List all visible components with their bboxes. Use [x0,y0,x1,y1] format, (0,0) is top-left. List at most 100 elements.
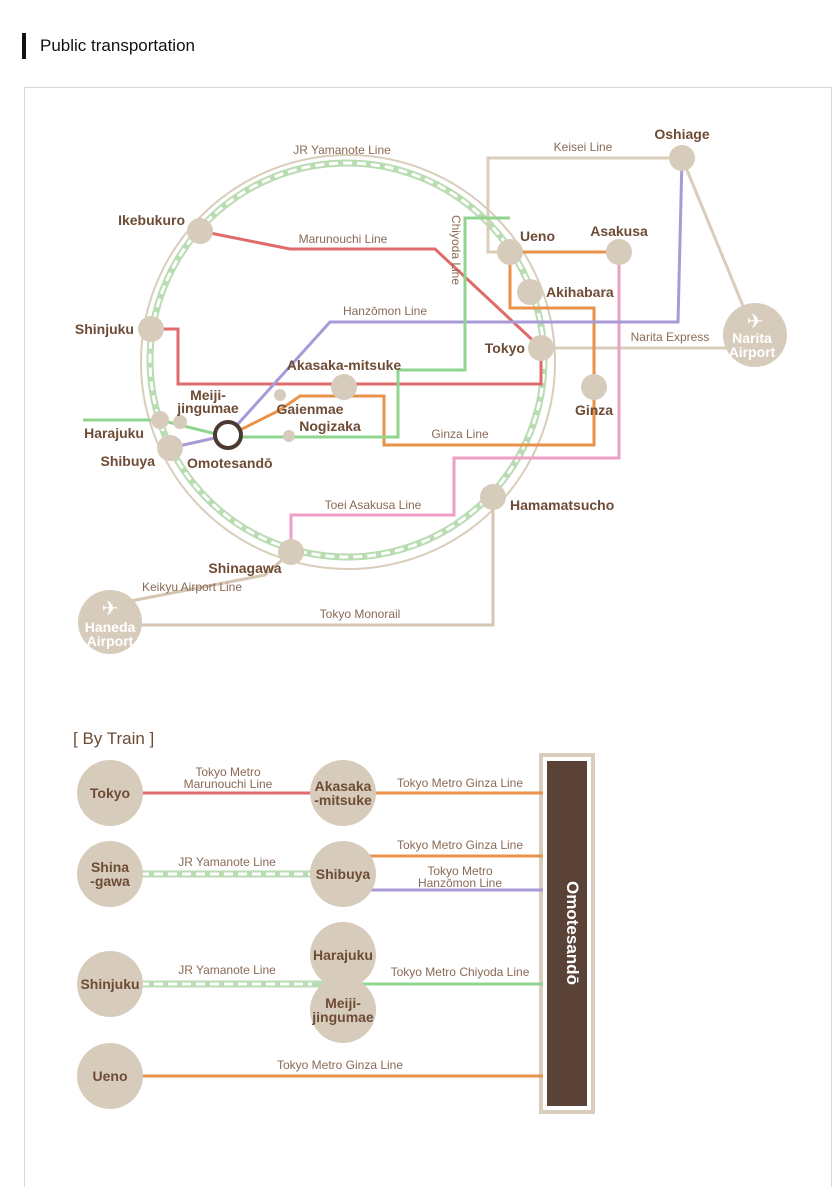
label-keisei-line: Keisei Line [554,140,613,154]
station-ikebukuro [187,218,213,244]
airplane-icon: ✈ [747,311,764,333]
train-label-tokyo: Tokyo [90,785,130,801]
label-ginza-line-3: Tokyo Metro Ginza Line [277,1058,403,1072]
label-ginza-line-1: Tokyo Metro Ginza Line [397,776,523,790]
station-nogizaka [283,430,295,442]
airplane-icon: ✈ [102,598,119,620]
label-shibuya: Shibuya [101,453,156,469]
station-gaienmae [274,389,286,401]
transport-panel [24,87,832,1187]
train-label-shinjuku: Shinjuku [80,976,139,992]
label-akasaka-mitsuke: Akasaka-mitsuke [287,357,402,373]
label-meiji-jingumae-2: jingumae [176,400,239,416]
hanzomon-line [169,157,684,450]
label-tokyo-monorail: Tokyo Monorail [320,607,401,621]
station-harajuku [151,411,169,429]
label-tokyo: Tokyo [485,340,525,356]
station-hamamatsucho [480,484,506,510]
label-marunouchi-2: Marunouchi Line [184,777,273,791]
chiyoda-line [83,216,510,439]
label-ginza: Ginza [575,402,613,418]
label-narita-airport-2: Airport [729,344,776,360]
label-chiyoda-line: Chiyoda Line [449,215,463,285]
label-omotesando: Omotesandō [187,455,273,471]
yamanote-outer-ring [140,154,556,570]
train-station-ueno [77,1043,143,1109]
label-meiji-jingumae-1: Meiji- [190,387,226,403]
label-hanzomon-line: Hanzōmon Line [343,304,427,318]
train-label-akasaka-1: Akasaka [315,778,372,794]
train-label-akasaka-2: -mitsuke [314,792,372,808]
train-label-harajuku: Harajuku [313,947,373,963]
ginza-line-south [344,252,596,447]
label-shinagawa: Shinagawa [208,560,281,576]
label-haneda-airport-2: Airport [87,633,134,649]
section-title: Public transportation [40,36,195,55]
train-station-tokyo [77,760,143,826]
label-ikebukuro: Ikebukuro [118,212,185,228]
station-shibuya [157,435,183,461]
marunouchi-line-west [151,327,543,386]
destination-bar [547,761,587,1106]
label-yamanote-1: JR Yamanote Line [178,855,276,869]
label-nogizaka: Nogizaka [299,418,361,434]
keisei-line [486,156,682,254]
by-train-title: [ By Train ] [73,729,154,748]
monorail-line [110,497,495,627]
station-ueno [497,239,523,265]
destination-label: Omotesandō [563,881,582,985]
route-map: ✈ ✈ JR Yamanote Line Marunouchi Line Chi… [75,126,787,654]
train-station-shibuya [310,841,376,907]
label-akihabara: Akihabara [546,284,614,300]
label-narita-airport-1: Narita [732,330,772,346]
station-akasaka-mitsuke [331,374,357,400]
airport-narita [723,303,787,367]
label-harajuku: Harajuku [84,425,144,441]
marunouchi-line [199,229,543,350]
station-shinjuku [138,316,164,342]
train-station-harajuku [310,922,376,988]
label-gaienmae: Gaienmae [277,401,344,417]
label-ginza-line-2: Tokyo Metro Ginza Line [397,838,523,852]
label-keikyu-line: Keikyu Airport Line [142,580,242,594]
label-ginza-line: Ginza Line [431,427,489,441]
airport-haneda [78,590,142,654]
label-toei-asakusa-line: Toei Asakusa Line [325,498,422,512]
label-ueno: Ueno [520,228,555,244]
train-label-ueno: Ueno [93,1068,128,1084]
train-label-meiji-1: Meiji- [325,995,361,1011]
label-haneda-airport-1: Haneda [85,619,136,635]
train-station-shinagawa [77,841,143,907]
label-shinjuku: Shinjuku [75,321,134,337]
station-tokyo [528,335,554,361]
train-label-meiji-2: jingumae [311,1009,374,1025]
train-label-shinagawa-2: -gawa [90,873,130,889]
label-narita-express: Narita Express [631,330,710,344]
station-asakusa [606,239,632,265]
train-station-shinjuku [77,951,143,1017]
train-station-meiji-jingumae [310,977,376,1043]
label-oshiage: Oshiage [654,126,709,142]
station-oshiage [669,145,695,171]
label-hanzomon-2: Hanzōmon Line [418,876,502,890]
label-marunouchi-line: Marunouchi Line [299,232,388,246]
label-asakusa: Asakusa [590,223,648,239]
toei-asakusa-line [289,252,621,552]
label-hanzomon-1: Tokyo Metro [427,864,493,878]
station-omotesando [213,420,243,450]
station-ginza [581,374,607,400]
section-heading: Public transportation [22,33,195,59]
by-train-section: [ By Train ] Omotesandō Tokyo Akasaka -m… [73,729,595,1114]
label-yamanote-line: JR Yamanote Line [293,143,391,157]
ginza-line-west [229,394,344,437]
train-label-shinagawa-1: Shina [91,859,129,875]
train-station-akasaka [310,760,376,826]
label-chiyoda-line: Tokyo Metro Chiyoda Line [391,965,530,979]
label-marunouchi-1: Tokyo Metro [195,765,261,779]
station-shinagawa [278,539,304,565]
station-akihabara [517,279,543,305]
label-yamanote-2: JR Yamanote Line [178,963,276,977]
heading-bar [22,33,26,59]
train-label-shibuya: Shibuya [316,866,371,882]
